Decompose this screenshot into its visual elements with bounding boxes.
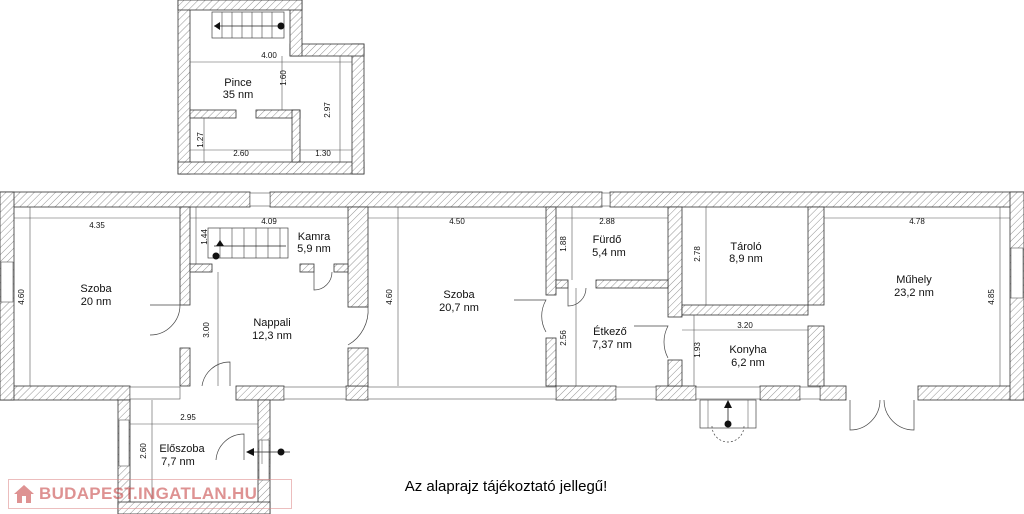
dim-nappali-height: 3.00	[202, 322, 211, 338]
dimension-lines	[14, 207, 1010, 502]
room-name-szoba1: Szoba	[80, 283, 112, 295]
dim-kamra-width: 4.09	[261, 217, 277, 226]
dim-kamra-height: 1.44	[200, 229, 209, 245]
room-area-tarolo: 8,9 nm	[729, 253, 763, 265]
room-area-nappali: 12,3 nm	[252, 330, 292, 342]
room-area-pince: 35 nm	[223, 89, 254, 101]
watermark-text: BUDAPEST.INGATLAN.HU	[39, 484, 258, 503]
dim-pince-w2: 2.60	[233, 149, 249, 158]
dim-eloszoba-height: 2.60	[139, 443, 148, 459]
house-walls	[0, 191, 1024, 401]
cellar-dimensions	[190, 56, 352, 162]
dim-szoba1-height: 4.60	[17, 289, 26, 305]
room-name-kamra: Kamra	[298, 231, 331, 243]
room-name-tarolo: Tároló	[730, 241, 761, 253]
dim-pince-h3: 1.27	[196, 132, 205, 148]
windows	[0, 192, 1024, 400]
watermark: BUDAPEST.INGATLAN.HU	[8, 479, 292, 509]
dim-tarolo-height: 2.78	[693, 246, 702, 262]
room-area-etkezo: 7,37 nm	[592, 339, 632, 351]
room-area-konyha: 6,2 nm	[731, 357, 765, 369]
room-name-etkezo: Étkező	[593, 325, 627, 338]
room-name-muhely: Műhely	[896, 274, 932, 286]
workshop-double-door	[849, 399, 915, 431]
kitchen-entry-steps	[699, 399, 757, 443]
room-area-eloszoba: 7,7 nm	[161, 456, 195, 468]
dim-muhely-height: 4.85	[987, 289, 996, 305]
room-area-muhely: 23,2 nm	[894, 287, 934, 299]
room-name-furdo: Fürdő	[593, 234, 622, 246]
eloszoba-stairs	[246, 440, 290, 464]
room-name-nappali: Nappali	[253, 317, 290, 329]
room-area-szoba2: 20,7 nm	[439, 302, 479, 314]
dim-pince-h2: 2.97	[323, 102, 332, 118]
doors	[149, 271, 669, 461]
dim-pince-h1: 1.60	[279, 70, 288, 86]
dim-pince-width: 4.00	[261, 51, 277, 60]
room-name-pince: Pince	[224, 77, 252, 89]
room-name-eloszoba: Előszoba	[159, 443, 205, 455]
dim-furdo-width: 2.88	[599, 217, 615, 226]
cellar-walls	[177, 0, 365, 175]
kamra-stairs	[207, 227, 289, 260]
cellar-stairs	[211, 11, 285, 39]
dim-szoba1-width: 4.35	[89, 221, 105, 230]
dim-konyha-height: 1.93	[693, 342, 702, 358]
dim-furdo-height: 1.88	[559, 236, 568, 252]
dim-eloszoba-width: 2.95	[180, 413, 196, 422]
room-area-szoba1: 20 nm	[81, 296, 112, 308]
disclaimer-note: Az alaprajz tájékoztató jellegű!	[405, 478, 608, 495]
room-name-konyha: Konyha	[729, 344, 767, 356]
dim-szoba2-height: 4.60	[385, 289, 394, 305]
room-area-kamra: 5,9 nm	[297, 243, 331, 255]
dim-muhely-width: 4.78	[909, 217, 925, 226]
dim-etkezo-height: 2.56	[559, 330, 568, 346]
room-area-furdo: 5,4 nm	[592, 247, 626, 259]
room-name-szoba2: Szoba	[443, 289, 475, 301]
dim-szoba2-width: 4.50	[449, 217, 465, 226]
dim-pince-w3: 1.30	[315, 149, 331, 158]
dim-konyha-width: 3.20	[737, 321, 753, 330]
house-logo-icon	[13, 483, 35, 505]
